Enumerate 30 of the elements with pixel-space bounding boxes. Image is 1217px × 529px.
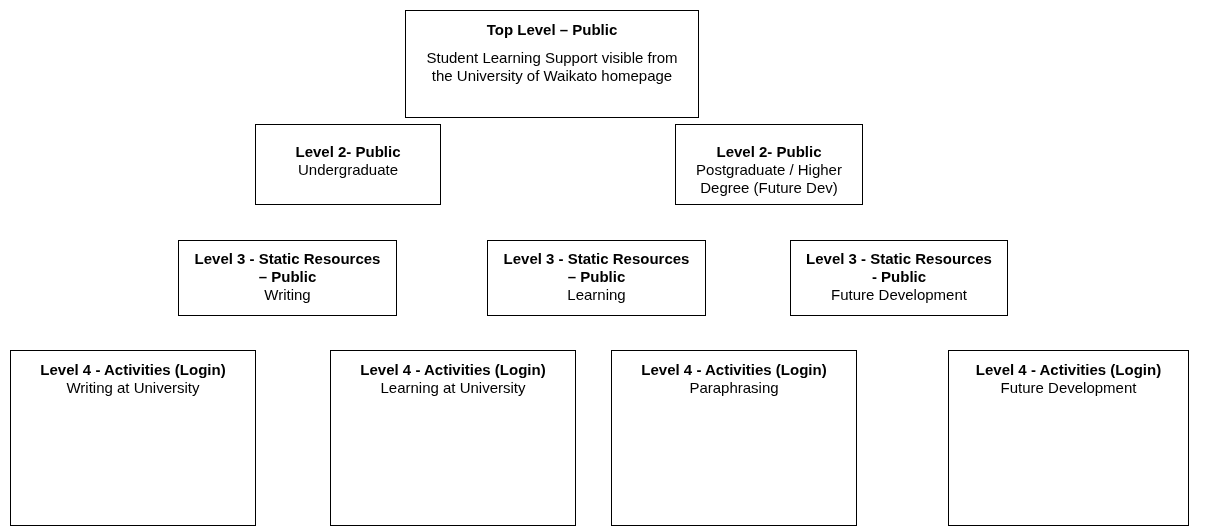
box-heading: Level 2- Public [716,143,822,161]
box-heading: Level 4 - Activities (Login) [40,361,226,379]
level-box [405,10,699,118]
box-text: Student Learning Support visible from the University of Waikato homepage [425,49,679,85]
box-text: Future Development [1000,379,1137,397]
box-heading: Level 4 - Activities (Login) [975,361,1162,379]
box-text: Writing at University [66,379,200,397]
box-heading: Level 4 - Activities (Login) [641,361,827,379]
box-text: Paraphrasing [689,379,779,397]
box-heading: Level 2- Public [295,143,401,161]
box-heading: Level 3 - Static Resources – Public [502,250,691,286]
box-text: Future Development [831,286,967,304]
level-box [675,124,863,205]
box-text: Learning [567,286,626,304]
level-box [178,240,397,316]
box-text: Postgraduate / Higher Degree (Future Dev) [695,161,843,197]
level-box [10,350,256,526]
level-box [790,240,1008,316]
level-box [255,124,441,205]
level-box [330,350,576,526]
level-box [611,350,857,526]
box-text: Writing [264,286,311,304]
box-heading: Top Level – Public [486,21,618,39]
box-text: Learning at University [380,379,526,397]
box-heading: Level 3 - Static Resources - Public [805,250,993,286]
box-heading: Level 4 - Activities (Login) [360,361,546,379]
level-box [948,350,1189,526]
box-heading: Level 3 - Static Resources – Public [193,250,382,286]
level-box [487,240,706,316]
box-text: Undergraduate [297,161,399,179]
